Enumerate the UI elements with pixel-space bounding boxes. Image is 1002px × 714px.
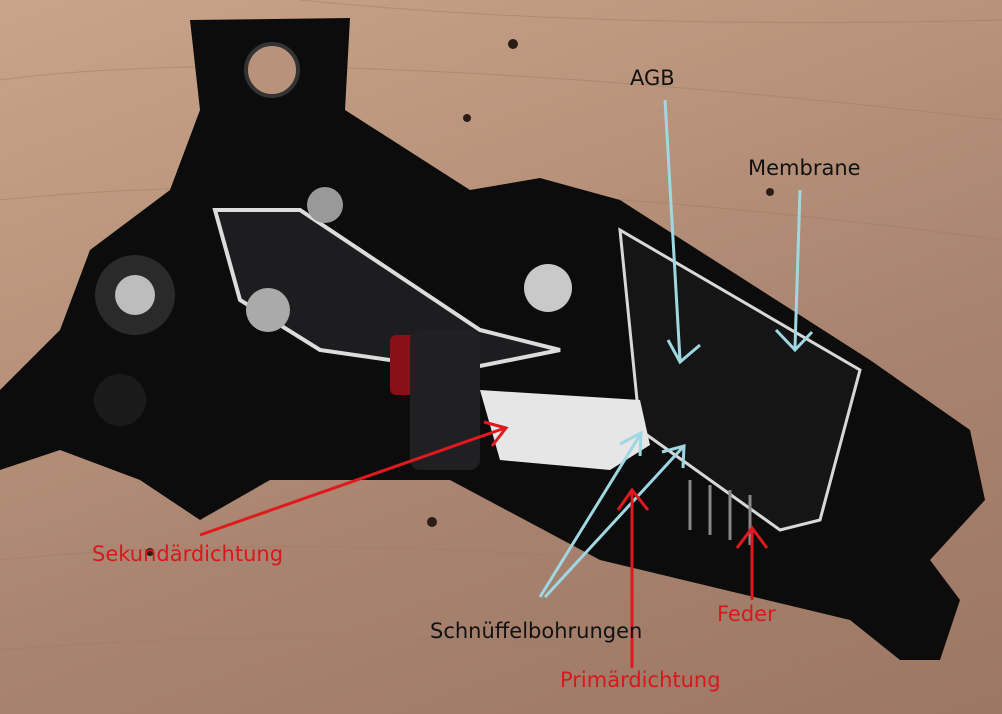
- schnueffel-arrow-1: [538, 430, 643, 598]
- label-sekundaerdichtung: Sekundärdichtung: [92, 542, 284, 566]
- label-agb: AGB: [630, 66, 675, 90]
- membrane-arrow: [774, 189, 814, 353]
- agb-arrow: [663, 99, 701, 365]
- schnueffel-arrow-2: [543, 444, 686, 599]
- label-feder: Feder: [717, 602, 776, 626]
- annotation-arrows: [199, 99, 814, 668]
- primaer-arrow: [616, 487, 650, 668]
- label-membrane: Membrane: [748, 156, 861, 180]
- feder-arrow: [735, 525, 769, 600]
- screw-holes: [146, 39, 774, 556]
- lever-body: [0, 18, 985, 660]
- label-schnueffelbohrungen: Schnüffelbohrungen: [430, 619, 643, 643]
- wood-grain: [0, 0, 1002, 691]
- sekundaer-arrow: [199, 420, 509, 537]
- label-primaerdichtung: Primärdichtung: [560, 668, 721, 692]
